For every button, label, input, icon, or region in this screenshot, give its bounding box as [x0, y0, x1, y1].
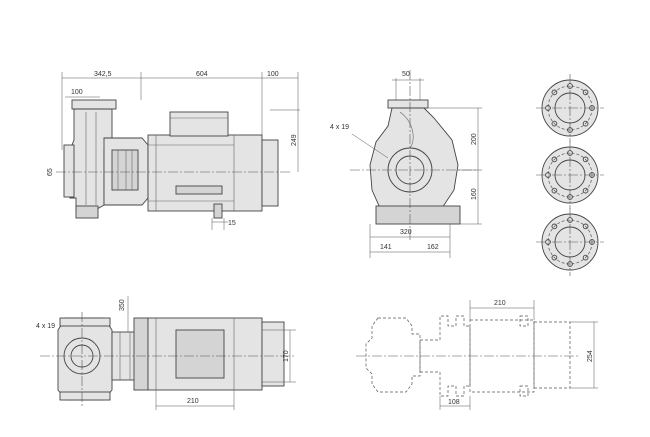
top-casing	[57, 317, 113, 401]
front-view: 50 4 x 19 200 160 320 141 162	[330, 70, 482, 258]
dim-350-label: 350	[119, 299, 126, 311]
base-bolt-lower	[519, 385, 529, 397]
dim-4x19-front-label: 4 x 19	[330, 124, 349, 131]
dim-342-5-label: 342,5	[94, 71, 112, 78]
dim-254-label: 254	[587, 350, 594, 362]
front-outlet-flange	[387, 99, 429, 109]
dim-50-label: 50	[402, 71, 410, 78]
top-terminal-box	[175, 329, 225, 379]
motor-plate	[175, 185, 223, 195]
outlet-flange	[71, 99, 117, 110]
flange-middle	[536, 141, 604, 209]
dim-210-top-label: 210	[494, 300, 506, 307]
top-bracket	[133, 317, 149, 391]
base-fan-outline	[533, 321, 571, 389]
dim-15-label: 15	[228, 220, 236, 227]
base-bolt-upper	[519, 315, 529, 327]
motor-body	[147, 134, 263, 212]
terminal-box	[169, 111, 229, 137]
dim-320-label: 320	[400, 229, 412, 236]
base-plan-view: 210 254 108	[356, 300, 598, 410]
flange-bottom	[536, 208, 604, 276]
dim-141-label: 141	[380, 244, 392, 251]
top-flange-upper	[59, 317, 111, 327]
flange-top	[536, 74, 604, 142]
dim-210-base-label: 210	[187, 398, 199, 405]
dim-100-top-label: 100	[267, 71, 279, 78]
flange-details	[536, 74, 604, 276]
top-view: 4 x 19 350 170 210	[36, 296, 296, 410]
front-base-foot	[375, 205, 461, 225]
dim-100-left-label: 100	[71, 89, 83, 96]
dim-65-label: 65	[47, 168, 54, 176]
base-frame-outline	[419, 315, 471, 397]
casing-foot	[75, 205, 99, 219]
dim-160-label: 160	[471, 188, 478, 200]
top-flange-lower	[59, 391, 111, 401]
dim-162-label: 162	[427, 244, 439, 251]
fan-cover	[261, 139, 279, 207]
dim-4x19-top-label: 4 x 19	[36, 323, 55, 330]
front-casing	[369, 107, 459, 216]
base-casing-outline	[365, 317, 421, 393]
dim-200-label: 200	[471, 133, 478, 145]
side-view: 342,5 604 100 100 65	[47, 71, 300, 230]
motor-foot	[213, 203, 223, 219]
dim-249-label: 249	[291, 134, 298, 146]
top-fan-cover	[261, 321, 285, 387]
dim-108-label: 108	[448, 399, 460, 406]
dim-170-label: 170	[283, 350, 290, 362]
inlet-flange	[63, 144, 75, 198]
dim-604-label: 604	[196, 71, 208, 78]
coupling	[111, 149, 139, 191]
